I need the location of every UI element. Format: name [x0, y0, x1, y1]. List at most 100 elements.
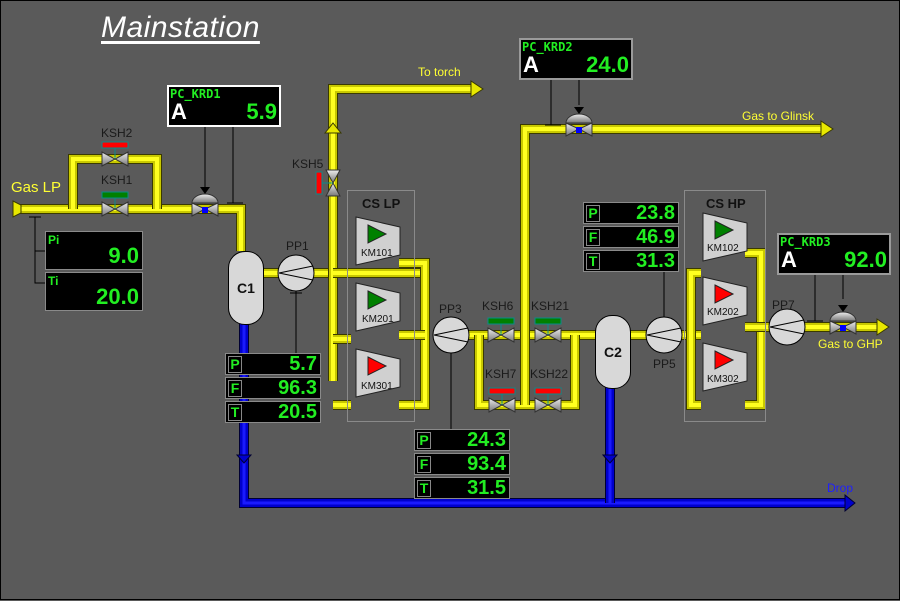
- controller-pc-krd2[interactable]: PC_KRD2 A 24.0: [519, 38, 633, 80]
- signal-line: [34, 217, 45, 284]
- compressor-icon: [355, 282, 401, 332]
- inlet-sensor-panel: Pi 9.0 Ti 20.0: [45, 231, 143, 313]
- row-value: 93.4: [467, 453, 506, 475]
- vessel-c1[interactable]: C1: [228, 251, 264, 325]
- valve-ksh22[interactable]: [534, 387, 562, 413]
- run-state-icon: [714, 284, 735, 304]
- pump-pp1[interactable]: [277, 254, 315, 292]
- cs-hp-title: CS HP: [706, 196, 746, 211]
- position-indicator: [840, 325, 846, 331]
- down-arrow-icon: [601, 454, 619, 464]
- pump-pp5[interactable]: [645, 316, 683, 354]
- vessel-c2[interactable]: C2: [595, 315, 631, 389]
- pump-icon: [432, 316, 470, 354]
- compressor-km101[interactable]: [355, 216, 401, 266]
- ksh1-label: KSH1: [101, 173, 133, 187]
- status-bar: [315, 171, 323, 195]
- compressor-km102[interactable]: [702, 212, 748, 262]
- gas-to-ghp-label: Gas to GHP: [818, 337, 883, 351]
- controller-name: PC_KRD1: [170, 87, 221, 101]
- compressor-icon: [355, 216, 401, 266]
- controller-value: 24.0: [586, 52, 629, 77]
- km301-label: KM301: [361, 381, 393, 392]
- status-bar: [101, 191, 129, 199]
- control-valve-krd1: [191, 187, 219, 217]
- actuator-icon: [565, 113, 593, 124]
- row-value: 5.7: [289, 353, 317, 375]
- pp1-label: PP1: [286, 239, 309, 253]
- valve-ksh1[interactable]: [101, 191, 129, 217]
- km101-label: KM101: [361, 248, 393, 259]
- sensor-value: 9.0: [108, 243, 139, 268]
- temperature-row[interactable]: T 31.5: [414, 477, 510, 499]
- valve-ksh6[interactable]: [487, 317, 515, 343]
- sensor-key: Pi: [48, 233, 60, 247]
- ksh2-label: KSH2: [101, 126, 133, 140]
- cs-lp-title: CS LP: [362, 196, 401, 211]
- position-indicator: [576, 127, 582, 133]
- row-key: P: [586, 205, 600, 222]
- valve-ksh21[interactable]: [534, 317, 562, 343]
- ksh7-label: KSH7: [485, 367, 517, 381]
- km302-label: KM302: [707, 374, 739, 385]
- row-key: T: [228, 404, 242, 421]
- glinsk-arrow-icon: [820, 120, 834, 138]
- run-state-icon: [367, 356, 388, 376]
- actuator-arrow-icon: [838, 305, 848, 312]
- pressure-row[interactable]: P 5.7: [225, 353, 321, 375]
- valve-ksh5[interactable]: [315, 169, 341, 197]
- controller-mode: A: [523, 52, 539, 77]
- run-state-icon: [714, 350, 735, 370]
- row-value: 23.8: [636, 202, 675, 224]
- compressor-km202[interactable]: [702, 276, 748, 326]
- compressor-km302[interactable]: [702, 342, 748, 392]
- pp7-label: PP7: [772, 298, 795, 312]
- row-key: P: [228, 356, 242, 373]
- gas-to-glinsk-label: Gas to Glinsk: [742, 109, 815, 123]
- controller-pc-krd1[interactable]: PC_KRD1 A 5.9: [167, 85, 281, 127]
- compressor-km201[interactable]: [355, 282, 401, 332]
- controller-name: PC_KRD3: [780, 235, 831, 249]
- compressor-km301[interactable]: [355, 348, 401, 398]
- controller-mode: A: [171, 99, 187, 124]
- compressor-icon: [355, 348, 401, 398]
- compressor-icon: [702, 276, 748, 326]
- row-value: 20.5: [278, 401, 317, 423]
- to-torch-label: To torch: [418, 65, 461, 79]
- row-value: 46.9: [636, 226, 675, 248]
- inlet-temperature-row[interactable]: Ti 20.0: [45, 272, 143, 311]
- up-arrow-icon: [323, 122, 343, 134]
- status-bar: [101, 141, 129, 149]
- ksh21-label: KSH21: [531, 299, 570, 313]
- row-key: P: [417, 432, 431, 449]
- km102-label: KM102: [707, 243, 739, 254]
- pump-icon: [277, 254, 315, 292]
- valve-ksh2[interactable]: [101, 141, 129, 167]
- pump-pp7[interactable]: [768, 308, 806, 346]
- control-valve-krd2: [565, 107, 593, 137]
- pressure-row[interactable]: P 23.8: [583, 202, 679, 224]
- pump-pp3[interactable]: [432, 316, 470, 354]
- row-key: T: [417, 480, 431, 497]
- row-value: 31.5: [467, 477, 506, 499]
- ghp-arrow-icon: [876, 318, 890, 336]
- temperature-row[interactable]: T 20.5: [225, 401, 321, 423]
- controller-pc-krd3[interactable]: PC_KRD3 A 92.0: [777, 233, 891, 275]
- status-bar: [488, 387, 516, 395]
- inlet-pressure-row[interactable]: Pi 9.0: [45, 231, 143, 270]
- row-key: F: [228, 380, 242, 397]
- valve-ksh7[interactable]: [488, 387, 516, 413]
- km201-label: KM201: [362, 314, 394, 325]
- controller-name: PC_KRD2: [522, 40, 573, 54]
- km202-label: KM202: [707, 307, 739, 318]
- pp5-label: PP5: [653, 357, 676, 371]
